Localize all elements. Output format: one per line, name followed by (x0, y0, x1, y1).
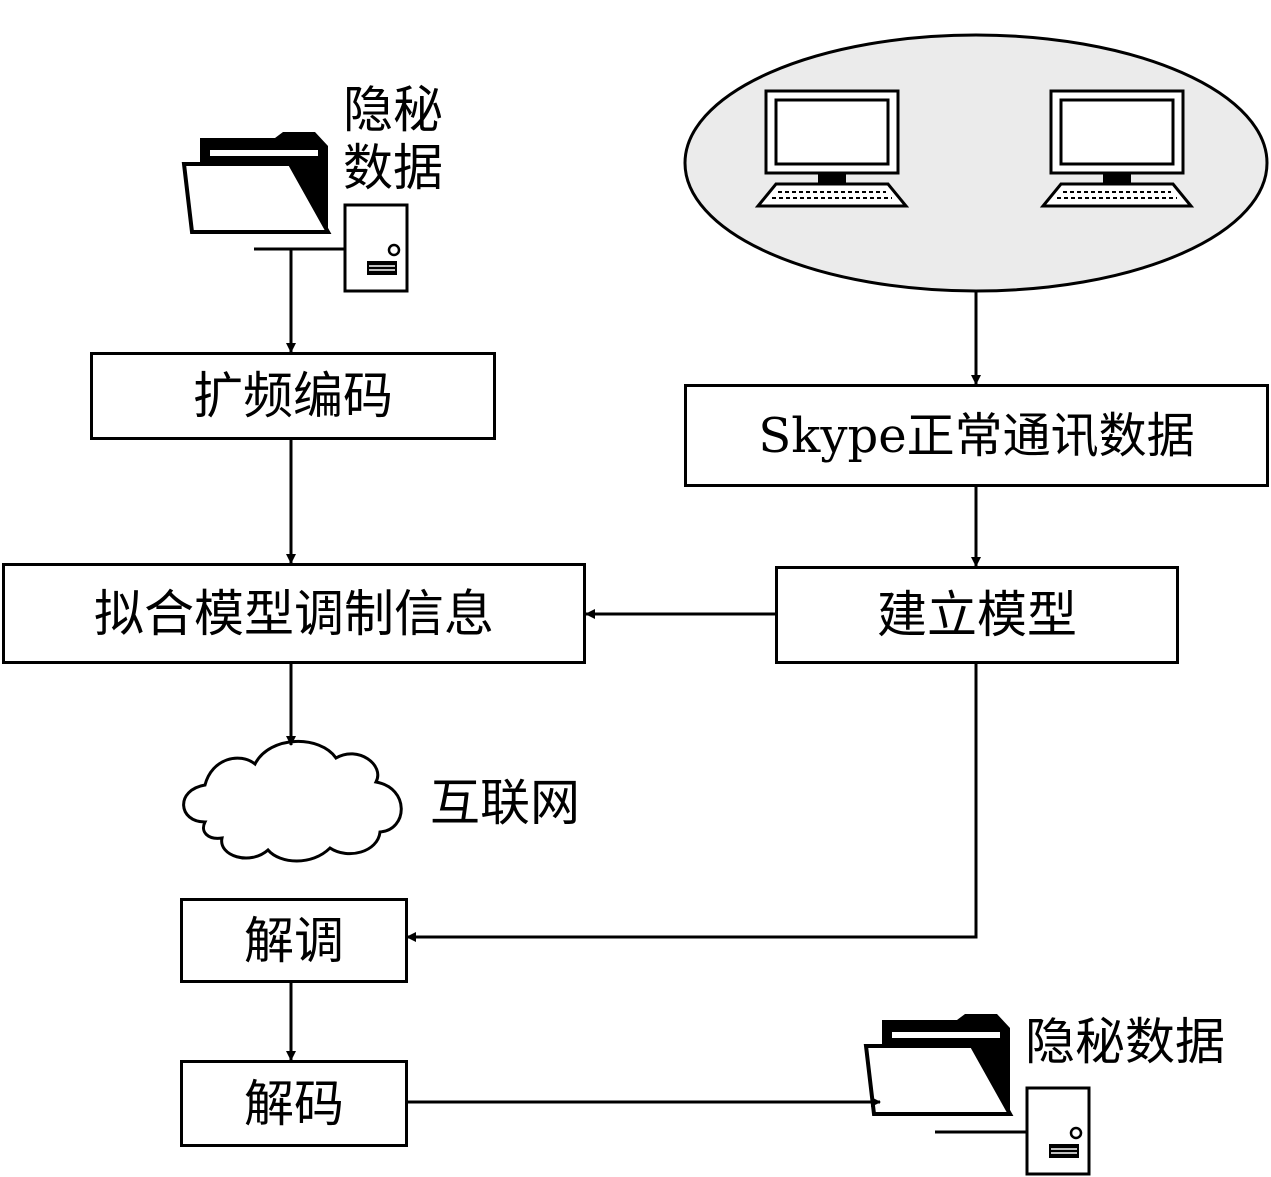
demodulate-box: 解调 (180, 898, 408, 983)
build-model-box: 建立模型 (775, 566, 1179, 664)
folder-icon (181, 132, 332, 234)
computer-icon (754, 89, 910, 208)
fit-model-modulate-box: 拟合模型调制信息 (2, 563, 586, 664)
internet-label: 互联网 (430, 774, 580, 832)
server-icon (254, 203, 409, 293)
computer-icon (1039, 89, 1195, 208)
secret-data-label-bottom: 隐秘数据 (1025, 1013, 1225, 1071)
server-icon (935, 1086, 1091, 1176)
cloud-icon (182, 739, 403, 863)
spread-coding-box: 扩频编码 (90, 352, 496, 440)
secret-data-label-top-line2: 数据 (343, 139, 443, 197)
folder-icon (863, 1014, 1014, 1116)
arrow-model-to-demodulate (406, 663, 978, 942)
decode-box: 解码 (180, 1060, 408, 1147)
secret-data-label-top-line1: 隐秘 (343, 81, 443, 139)
skype-normal-data-box: Skype正常通讯数据 (684, 384, 1269, 487)
